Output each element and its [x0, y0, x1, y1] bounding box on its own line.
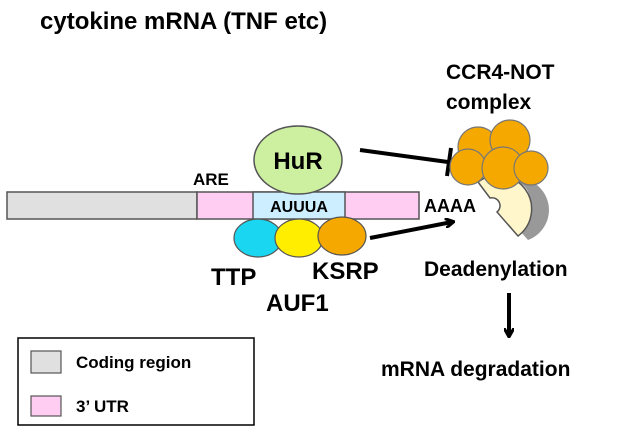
legend-label-utr: 3’ UTR — [76, 397, 129, 416]
legend-label-coding: Coding region — [76, 353, 191, 372]
ksrp-protein — [317, 216, 367, 256]
ccr4-not-label-line2: complex — [446, 91, 532, 114]
deadenylation-label: Deadenylation — [424, 258, 568, 281]
ccr4-subunit-5 — [513, 150, 549, 186]
ttp-label: TTP — [211, 264, 256, 291]
coding-region-bar — [6, 191, 198, 220]
mrna-degradation-label: mRNA degradation — [381, 358, 570, 381]
are-label: ARE — [193, 170, 229, 189]
diagram-title: cytokine mRNA (TNF etc) — [40, 8, 327, 35]
auf1-label: AUF1 — [266, 290, 329, 317]
legend-swatch-coding — [30, 350, 62, 374]
legend-swatch-utr — [30, 395, 62, 417]
inhibition-line — [359, 148, 449, 164]
ccr4-subunit-3 — [449, 148, 487, 186]
auuua-label: AUUUA — [270, 199, 328, 216]
poly-a-tail-label: AAAA — [424, 196, 476, 216]
hur-protein — [253, 125, 343, 195]
inhibition-bar — [445, 147, 453, 177]
hur-label: HuR — [273, 148, 322, 175]
ksrp-label: KSRP — [312, 258, 379, 285]
recruitment-arrow — [369, 222, 452, 240]
ccr4-not-label-line1: CCR4-NOT — [446, 61, 555, 84]
auf1-protein — [274, 218, 324, 258]
